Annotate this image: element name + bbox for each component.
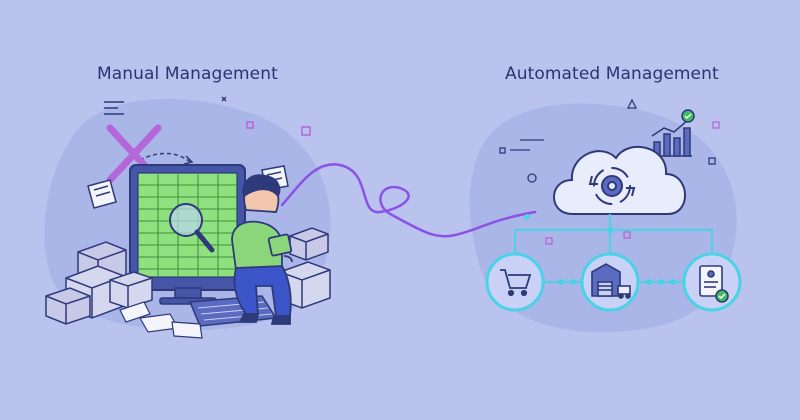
shopping-cart-icon <box>485 252 545 312</box>
paper-documents <box>119 301 203 339</box>
automated-management-title: Automated Management <box>505 64 719 84</box>
transition-curve <box>280 163 537 238</box>
person-with-tablet <box>231 174 293 325</box>
left-decorations <box>104 96 311 165</box>
manual-management-title: Manual Management <box>97 64 278 84</box>
cloud-sync-gear-icon <box>553 145 686 215</box>
warehouse-truck-icon <box>580 252 640 312</box>
bar-chart-icon <box>650 109 695 157</box>
cardboard-boxes <box>45 227 331 325</box>
right-decorations <box>499 98 720 245</box>
document-check-icon <box>682 252 742 312</box>
network-nodes <box>524 214 676 285</box>
magnifier-icon <box>169 203 215 253</box>
